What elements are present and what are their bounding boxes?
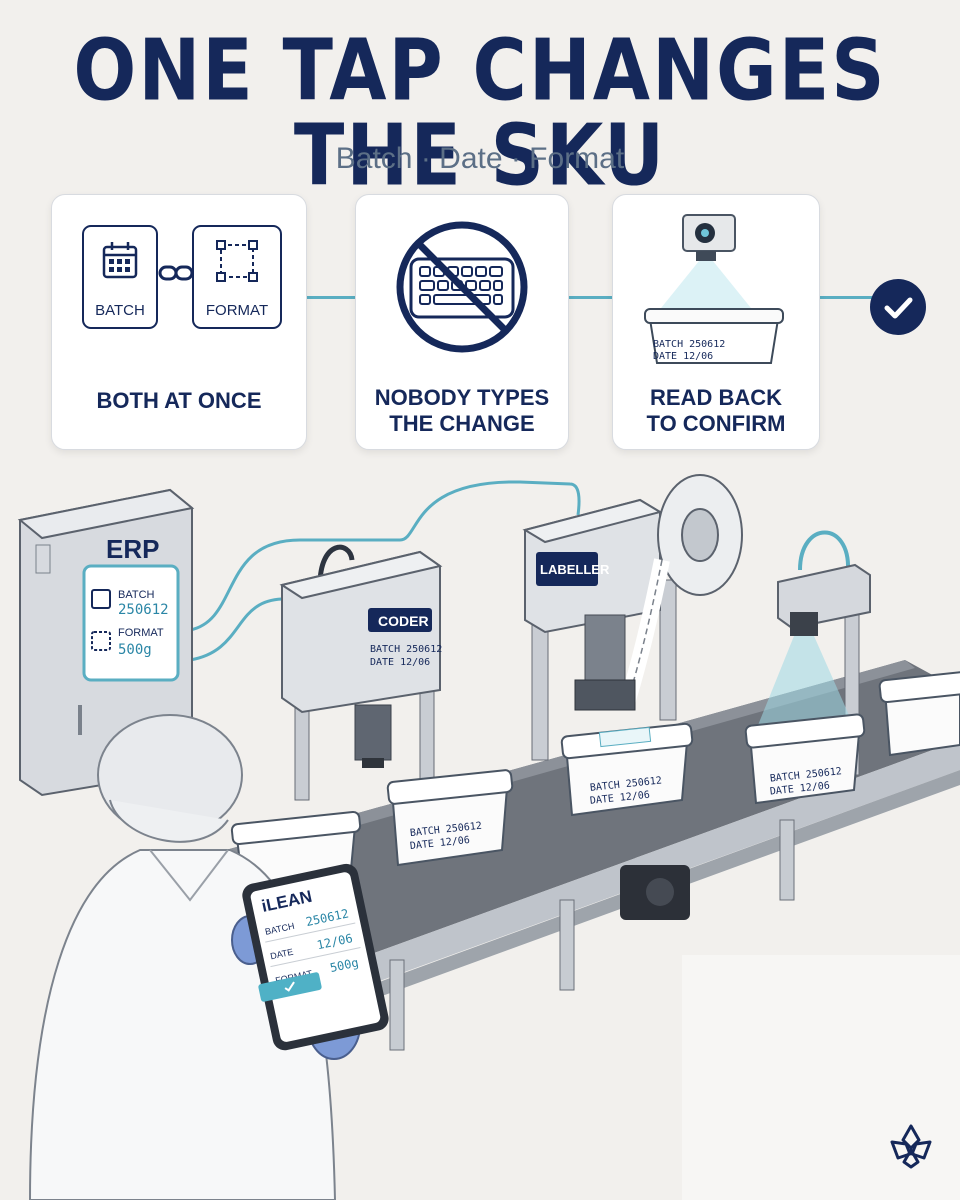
chain-link-icon: [158, 265, 194, 281]
connector-line-2: [568, 296, 612, 299]
page-subtitle: Batch · Date · Format: [335, 142, 625, 175]
camera-reading-tub-icon: BATCH 250612 DATE 12/06: [644, 214, 784, 364]
erp-format-label: FORMAT: [118, 627, 164, 639]
brand-logo-icon: [890, 1124, 932, 1169]
coder-machine: CODER BATCH 250612 DATE 12/06: [279, 550, 443, 811]
card-3-label-line1: READ BACK: [650, 385, 782, 410]
tablet: iLEAN BATCH 250612 DATE 12/06 FORMAT 500…: [242, 863, 389, 1051]
batch-tile-label: BATCH: [95, 302, 145, 319]
status-check-badge: [870, 279, 926, 335]
erp-batch-label: BATCH: [118, 589, 155, 601]
tub-4: BATCH 250612 DATE 12/06: [744, 713, 866, 805]
card-read-back: BATCH 250612 DATE 12/06 READ BACK TO CON…: [612, 194, 820, 450]
coder-line1: BATCH 250612: [370, 644, 442, 655]
connector-line-1: [306, 296, 356, 299]
erp-title: ERP: [106, 534, 159, 564]
card-2-label-line2: THE CHANGE: [389, 411, 535, 436]
coder-line2: DATE 12/06: [370, 657, 430, 668]
card-3-label-line2: TO CONFIRM: [646, 411, 786, 436]
blank-panel: [682, 955, 960, 1200]
tub-5: [878, 670, 960, 757]
card-nobody-types: NOBODY TYPES THE CHANGE: [355, 194, 569, 450]
format-frame-icon: [216, 240, 258, 282]
calendar-icon: [102, 242, 138, 279]
production-line-scene: ERP BATCH 250612 FORMAT 500g CODER BATCH…: [17, 474, 960, 1200]
card-1-label: BOTH AT ONCE: [96, 388, 262, 413]
labeller-label: LABELLER: [540, 562, 610, 577]
card-2-label-line1: NOBODY TYPES: [374, 385, 550, 410]
coder-label: CODER: [378, 613, 429, 629]
format-tile: FORMAT: [192, 225, 282, 329]
tub-2: BATCH 250612 DATE 12/06: [386, 769, 514, 867]
batch-tile: BATCH: [82, 225, 158, 329]
confirm-check-icon: [284, 981, 295, 992]
format-tile-label: FORMAT: [205, 302, 269, 319]
tablet-confirm-button[interactable]: [257, 971, 323, 1003]
tub-3: BATCH 250612 DATE 12/06: [560, 722, 694, 817]
labeller-machine: LABELLER: [522, 474, 743, 761]
connector-line-3: [818, 296, 872, 299]
tablet-date-label: DATE: [269, 947, 294, 962]
tablet-format-value: 500g: [329, 955, 360, 975]
tub-print-line1: BATCH 250612: [653, 339, 725, 350]
erp-format-value: 500g: [118, 642, 152, 658]
checkmark-icon: [884, 297, 913, 319]
tub-print-line2: DATE 12/06: [653, 351, 713, 362]
card-both-at-once: BATCH FORMAT BOTH AT ONCE: [51, 194, 307, 450]
erp-batch-value: 250612: [118, 602, 169, 618]
no-keyboard-icon: [396, 221, 528, 353]
page-title: ONE TAP CHANGES THE SKU: [73, 21, 887, 206]
